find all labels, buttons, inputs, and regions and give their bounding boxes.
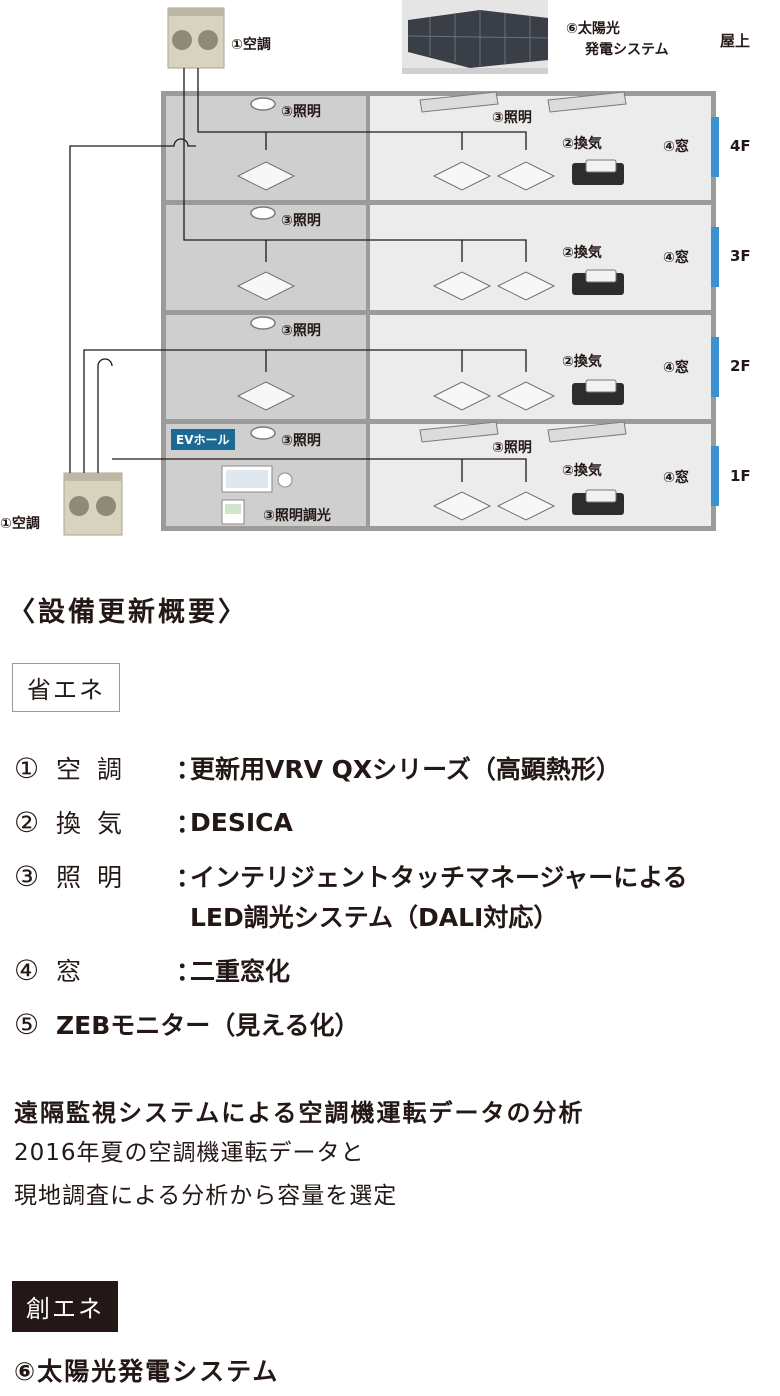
solar-label-line2: 発電システム <box>585 42 669 58</box>
lighting-label-3f: ③照明 <box>281 213 321 229</box>
item-value: インテリジェントタッチマネージャーによる <box>190 863 688 892</box>
ceiling-cassette-units <box>236 161 556 521</box>
ventilation-label-3f: ②換気 <box>562 245 602 261</box>
item-value: 二重窓化 <box>190 957 291 986</box>
item-separator: ： <box>176 957 202 986</box>
floor-label-1f: 1F <box>730 467 751 485</box>
lighting-label-4f-left: ③照明 <box>281 104 321 120</box>
refrigerant-piping <box>69 68 527 482</box>
solar-label-line1: ⑥太陽光 <box>566 21 620 37</box>
item-number: ① <box>14 751 40 785</box>
item-label: 照 明 <box>56 863 126 892</box>
floor-label-4f: 4F <box>730 137 751 155</box>
window-2f <box>711 337 719 397</box>
floor-label-3f: 3F <box>730 247 751 265</box>
lighting-label-2f: ③照明 <box>281 323 321 339</box>
analysis-text-line1: 2016年夏の空調機運転データと <box>14 1140 365 1166</box>
item-separator: ： <box>176 755 202 784</box>
item-label: 換 気 <box>56 809 126 838</box>
rooftop-label: 屋上 <box>720 32 751 50</box>
section-heading: 〈設備更新概要〉 <box>8 597 248 628</box>
item-separator: ： <box>176 809 202 838</box>
window-label-1f: ④窓 <box>663 470 689 486</box>
floor-label-2f: 2F <box>730 357 751 375</box>
ventilation-label-1f: ②換気 <box>562 463 602 479</box>
equipment-diagram: ①空調 ①空調 ⑥太陽光 発電システム 屋上 ③照明 ③照明 ③照明 ③照明 ③… <box>0 0 780 560</box>
list-item-zeb-monitor: ⑤ ZEBモニター（見える化） <box>14 1004 774 1044</box>
lighting-control-panel <box>221 465 293 525</box>
ac-label-bottom: ①空調 <box>0 516 40 532</box>
item-number: ③ <box>14 859 40 893</box>
ventilation-label-2f: ②換気 <box>562 354 602 370</box>
list-item-ac: ① 空 調 ： 更新用VRV QXシリーズ（高顕熱形） <box>14 748 774 788</box>
analysis-text-line2: 現地調査による分析から容量を選定 <box>14 1183 398 1209</box>
item-label: 空 調 <box>56 755 126 784</box>
solar-system-item: ⑥太陽光発電システム <box>14 1357 280 1386</box>
ventilation-label-4f: ②換気 <box>562 136 602 152</box>
outdoor-ac-unit-bottom <box>63 472 123 536</box>
list-item-window: ④ 窓 ： 二重窓化 <box>14 950 774 990</box>
window-4f <box>711 117 719 177</box>
window-1f <box>711 446 719 506</box>
ev-hall-badge: EVホール <box>171 429 235 450</box>
right-zone-3f <box>370 205 711 310</box>
item-number: ⑤ <box>14 1007 40 1041</box>
item-value: 更新用VRV QXシリーズ（高顕熱形） <box>190 755 621 784</box>
item-value: ZEBモニター（見える化） <box>56 1011 360 1040</box>
dimming-label: ③照明調光 <box>263 508 331 524</box>
window-3f <box>711 227 719 287</box>
window-label-4f: ④窓 <box>663 139 689 155</box>
item-separator: ： <box>176 863 202 892</box>
analysis-title: 遠隔監視システムによる空調機運転データの分析 <box>14 1099 585 1127</box>
item-value-line2: LED調光システム（DALI対応） <box>190 903 559 932</box>
linear-light-fixtures <box>419 91 627 443</box>
window-label-2f: ④窓 <box>663 360 689 376</box>
ventilation-units <box>572 159 624 515</box>
item-number: ② <box>14 805 40 839</box>
list-item-ventilation: ② 換 気 ： DESICA <box>14 802 774 842</box>
energy-saving-box: 省エネ <box>12 663 120 712</box>
item-label: 窓 <box>56 957 86 986</box>
item-value: DESICA <box>190 807 293 837</box>
equipment-list: ① 空 調 ： 更新用VRV QXシリーズ（高顕熱形） ② 換 気 ： DESI… <box>14 748 774 1044</box>
list-item-lighting: ③ 照 明 ： インテリジェントタッチマネージャーによる <box>14 856 774 896</box>
downlights <box>250 97 276 440</box>
right-zone-2f <box>370 315 711 419</box>
energy-creation-box: 創エネ <box>12 1281 118 1332</box>
ac-label-top: ①空調 <box>231 37 271 53</box>
building-section-drawing <box>63 0 719 536</box>
lighting-label-1f-left: ③照明 <box>281 433 321 449</box>
list-item-lighting-line2: LED調光システム（DALI対応） <box>14 896 774 936</box>
right-zone-4f <box>370 96 711 200</box>
item-number: ④ <box>14 953 40 987</box>
window-label-3f: ④窓 <box>663 250 689 266</box>
solar-panel <box>402 0 549 74</box>
lighting-label-1f-right: ③照明 <box>492 440 532 456</box>
outdoor-ac-unit-top <box>167 7 225 69</box>
lighting-label-4f-right: ③照明 <box>492 110 532 126</box>
